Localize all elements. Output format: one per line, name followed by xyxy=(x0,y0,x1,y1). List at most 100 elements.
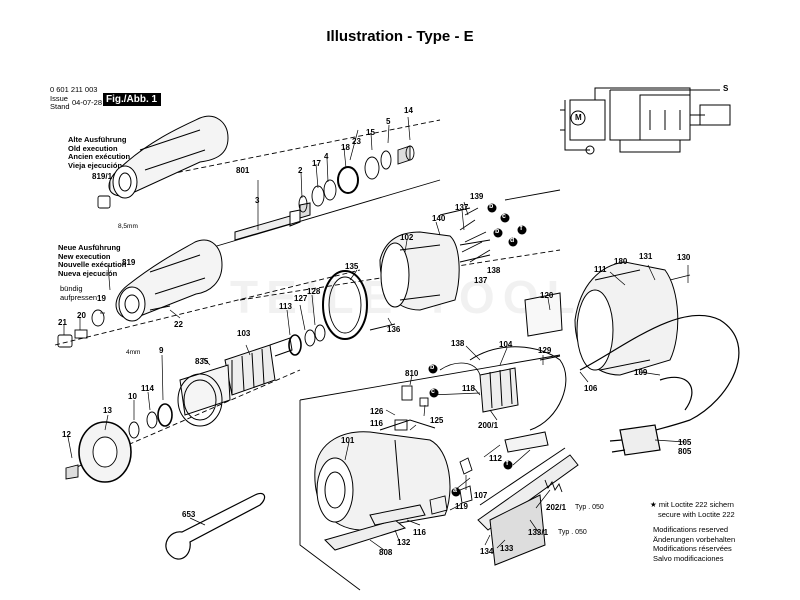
part-label: 103 xyxy=(237,329,251,338)
part-label: 106 xyxy=(584,384,598,393)
wire-label-b3: b xyxy=(430,364,435,371)
motor-symbol: M xyxy=(575,113,582,122)
part-label: 15 xyxy=(366,128,375,137)
part-label: 114 xyxy=(141,384,154,393)
part-label: 133 xyxy=(500,544,514,553)
part-label: 129 xyxy=(538,346,552,355)
part-label: 200/1 xyxy=(478,421,499,430)
loctite-star-icon: ★ xyxy=(650,500,657,509)
part-label: 9 xyxy=(159,346,164,355)
part-label: 128 xyxy=(307,287,321,296)
part-label: 101 xyxy=(341,436,355,445)
part-label-type: Typ . 050 xyxy=(575,504,604,511)
part-label: 808 xyxy=(379,548,393,557)
part-label: 104 xyxy=(499,340,513,349)
wire-label-b: b xyxy=(489,203,494,210)
part-label: 140 xyxy=(432,214,446,223)
frame-top xyxy=(209,179,561,249)
part-label: 3 xyxy=(255,196,260,205)
part-label: 835 xyxy=(195,357,209,366)
wire-marker-b2 xyxy=(493,228,503,238)
brush-ring xyxy=(322,270,368,340)
part-label: 19 xyxy=(97,294,106,303)
part-label: 22 xyxy=(174,320,183,329)
part-label: 112 xyxy=(489,454,502,463)
part-label: 135 xyxy=(345,262,359,271)
part-label: 20 xyxy=(77,311,86,320)
part-label: 805 xyxy=(678,447,692,456)
part-label: 653 xyxy=(182,510,196,519)
part-label: 819 xyxy=(122,258,136,267)
part-label: 13 xyxy=(103,406,112,415)
bearings-upper xyxy=(298,145,415,213)
part-label: 102 xyxy=(400,233,414,242)
axis-line-upper xyxy=(114,119,441,186)
leader-lines xyxy=(63,116,689,551)
wire-label-d: d xyxy=(510,237,515,244)
part-label: 139 xyxy=(470,192,484,201)
rubber-foot xyxy=(324,504,426,551)
part-label: 134 xyxy=(480,547,494,556)
circuit-schematic xyxy=(560,87,731,155)
power-cable xyxy=(579,314,740,456)
part-label: 138 xyxy=(451,339,465,348)
part-label: 136 xyxy=(387,325,401,334)
wire-marker-f1 xyxy=(517,225,527,235)
part-label: 12 xyxy=(62,430,71,439)
part-label: 118 xyxy=(462,384,475,393)
spring xyxy=(544,479,563,493)
part-label: 138 xyxy=(487,266,501,275)
armature xyxy=(177,337,293,427)
part-label: 120 xyxy=(540,291,554,300)
part-label: 107 xyxy=(474,491,488,500)
wire-lines xyxy=(429,207,531,491)
stand-label: Stand xyxy=(50,102,70,111)
part-label: 5 xyxy=(386,117,391,126)
part-label: 126 xyxy=(370,407,384,416)
wire-label-b2: b xyxy=(495,228,500,235)
part-label: 14 xyxy=(404,106,413,115)
part-label: 2 xyxy=(298,166,303,175)
frame-lines xyxy=(299,354,561,591)
dimension-4mm: 4mm xyxy=(126,349,141,356)
part-label: 132 xyxy=(397,538,411,547)
switch-assembly xyxy=(469,346,567,453)
part-label: 801 xyxy=(236,166,250,175)
issue-label: Issue xyxy=(50,94,68,103)
part-number: 0 601 211 003 xyxy=(50,85,98,94)
part-label: 111 xyxy=(594,265,607,274)
part-label: 116 xyxy=(370,419,383,428)
small-parts xyxy=(57,195,691,515)
part-label: 105 xyxy=(678,438,692,447)
wrench xyxy=(165,492,266,560)
part-label: 23 xyxy=(352,137,361,146)
part-label: 116 xyxy=(413,528,426,537)
wire-marker-b3 xyxy=(428,364,438,374)
part-label: 819/1 xyxy=(92,172,113,181)
part-label: 109 xyxy=(634,368,648,377)
stator xyxy=(379,231,460,311)
flange xyxy=(65,421,132,483)
part-label: 202/1 xyxy=(546,503,567,512)
page-title: Illustration - Type - E xyxy=(326,28,474,45)
supply-symbol: S xyxy=(723,84,729,93)
axis-line-middle xyxy=(54,269,361,346)
part-label: 119 xyxy=(455,502,468,511)
wire-label-a: a xyxy=(453,487,457,494)
slide-switch xyxy=(477,447,579,566)
wire-marker-a2 xyxy=(451,487,461,497)
housing-old xyxy=(108,115,229,199)
part-label: 130 xyxy=(677,253,691,262)
part-label: 810 xyxy=(405,369,419,378)
wire-label-c: c xyxy=(502,213,506,220)
part-label: 10 xyxy=(128,392,137,401)
wire-marker-c1 xyxy=(500,213,510,223)
bearings-lower xyxy=(128,324,326,439)
dimension-8-5mm: 8,5mm xyxy=(118,223,138,230)
wire-label-f: f xyxy=(520,225,523,232)
